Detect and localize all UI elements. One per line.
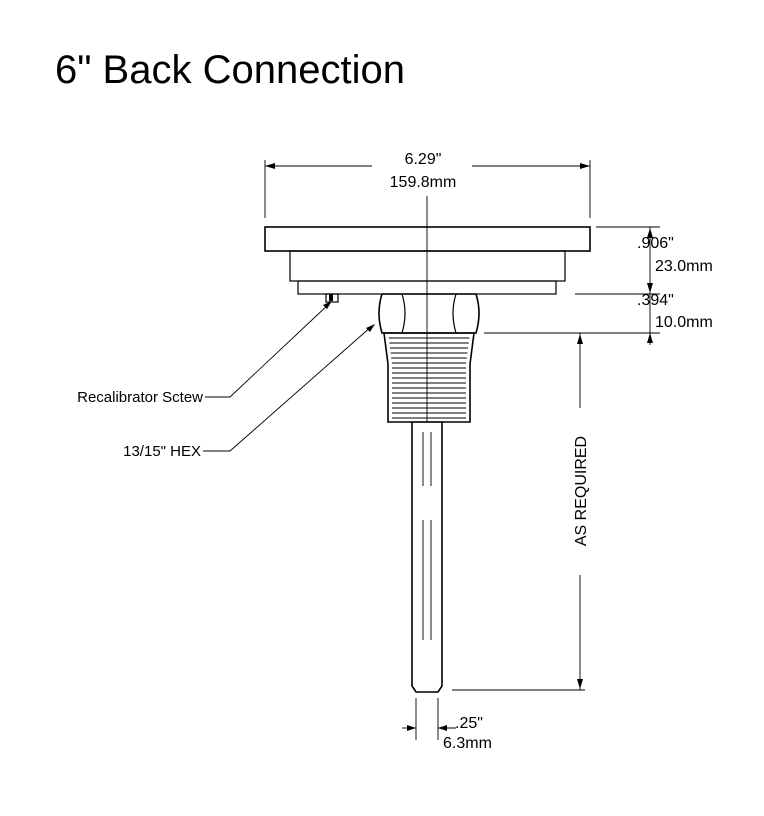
stem-length-dimension: AS REQUIRED xyxy=(452,333,590,691)
back-inch-label: .394" xyxy=(637,292,674,309)
width-mm-label: 159.8mm xyxy=(390,174,457,191)
stem-mm-label: 6.3mm xyxy=(443,735,492,752)
stem xyxy=(410,421,444,693)
depth-dimension: .906" 23.0mm xyxy=(484,226,713,334)
recalibrator-callout: Recalibrator Sctew xyxy=(77,301,332,406)
recalibrator-label: Recalibrator Sctew xyxy=(77,389,203,406)
gauge-case xyxy=(264,226,591,295)
depth-inch-label: .906" xyxy=(637,235,674,252)
back-mm-label: 10.0mm xyxy=(655,314,713,331)
page-title: 6" Back Connection xyxy=(55,48,405,92)
width-dimension: 6.29" 159.8mm xyxy=(264,151,591,218)
width-inch-label: 6.29" xyxy=(405,151,442,168)
hex-callout: 13/15" HEX xyxy=(123,324,375,460)
threaded-connection xyxy=(383,332,475,423)
back-dimension: .394" 10.0mm xyxy=(637,292,713,345)
stem-diameter-dimension: .25" 6.3mm xyxy=(402,698,492,752)
hex-label: 13/15" HEX xyxy=(123,443,201,460)
depth-mm-label: 23.0mm xyxy=(655,258,713,275)
stem-inch-label: .25" xyxy=(455,715,483,732)
hex-nut xyxy=(378,293,480,334)
recalibrator-screw xyxy=(325,293,339,303)
stem-length-label: AS REQUIRED xyxy=(573,436,590,546)
